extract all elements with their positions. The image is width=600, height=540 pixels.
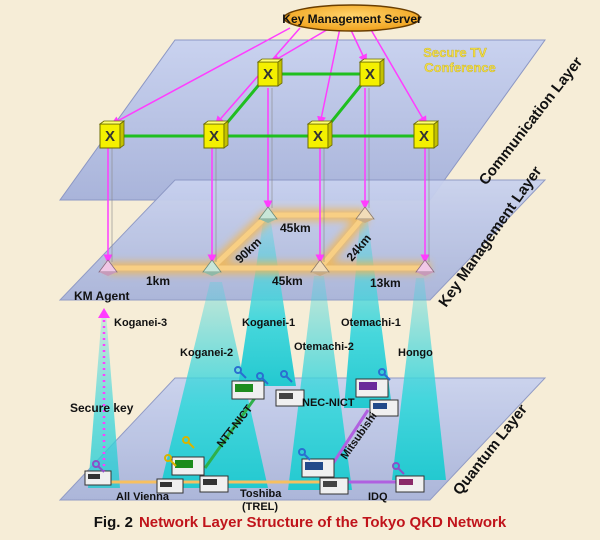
switch-icon: X bbox=[98, 120, 126, 149]
server-links bbox=[110, 27, 427, 126]
device-icon bbox=[301, 458, 335, 478]
device-icon bbox=[355, 378, 389, 398]
key-icon bbox=[280, 370, 293, 383]
key-management-server bbox=[283, 4, 421, 32]
km-agent-icon bbox=[415, 259, 435, 276]
km-agent-icon bbox=[258, 206, 278, 223]
conference-label-line1: Secure TV bbox=[423, 45, 487, 60]
comm-switches: X X X X X X bbox=[98, 58, 440, 149]
link-label-trel: (TREL) bbox=[242, 501, 278, 513]
switch-icon: X bbox=[358, 58, 386, 87]
km-agents bbox=[98, 206, 435, 276]
node-label-koganei3: Koganei-3 bbox=[114, 317, 167, 329]
svg-text:X: X bbox=[313, 128, 323, 145]
node-label-otemachi2: Otemachi-2 bbox=[294, 341, 354, 353]
device-icon bbox=[84, 470, 112, 486]
km-vertical-links bbox=[103, 88, 430, 264]
key-icon bbox=[378, 368, 391, 381]
key-icon bbox=[392, 462, 405, 475]
svg-text:X: X bbox=[365, 66, 375, 83]
distance-label: 1km bbox=[146, 274, 170, 288]
distance-label: 45km bbox=[280, 221, 311, 235]
link-label-nec-nict: NEC-NICT bbox=[302, 397, 355, 409]
device-icon bbox=[369, 399, 399, 417]
device-icon bbox=[199, 475, 229, 493]
link-label-toshiba: Toshiba bbox=[240, 488, 282, 500]
svg-text:X: X bbox=[419, 128, 429, 145]
keys bbox=[92, 366, 405, 475]
node-label-koganei2: Koganei-2 bbox=[180, 347, 233, 359]
key-icon bbox=[298, 448, 311, 461]
km-agent-icon bbox=[355, 206, 375, 223]
svg-text:X: X bbox=[263, 66, 273, 83]
distance-label: 13km bbox=[370, 276, 401, 290]
device-icon bbox=[231, 380, 265, 400]
quantum-devices bbox=[84, 378, 425, 495]
key-icon bbox=[182, 436, 195, 449]
koganei3-arrow-head bbox=[98, 308, 110, 318]
node-label-koganei1: Koganei-1 bbox=[242, 317, 295, 329]
link-label-all-vienna: All Vienna bbox=[116, 491, 170, 503]
device-icon bbox=[156, 478, 184, 494]
diagram-canvas: X X X X X X bbox=[58, 4, 586, 513]
svg-text:X: X bbox=[105, 128, 115, 145]
node-label-hongo: Hongo bbox=[398, 347, 433, 359]
key-icon bbox=[256, 372, 269, 385]
km-links bbox=[108, 209, 430, 274]
beam-otemachi2 bbox=[288, 276, 352, 490]
switch-icon: X bbox=[202, 120, 230, 149]
switch-icon: X bbox=[306, 120, 334, 149]
node-label-otemachi1: Otemachi-1 bbox=[341, 317, 401, 329]
svg-text:X: X bbox=[209, 128, 219, 145]
device-icon bbox=[395, 475, 425, 493]
server-label: Key Management Server bbox=[282, 12, 422, 26]
km-agent-icon bbox=[310, 259, 330, 276]
key-icon bbox=[164, 454, 177, 467]
key-icon bbox=[234, 366, 247, 379]
device-icon bbox=[171, 456, 205, 476]
device-icon bbox=[319, 477, 349, 495]
km-agent-icon bbox=[98, 259, 118, 276]
switch-icon: X bbox=[412, 120, 440, 149]
figure-number: Fig. 2 bbox=[93, 514, 133, 531]
figure-caption: Fig. 2 Network Layer Structure of the Tok… bbox=[0, 514, 600, 531]
km-agent-icon bbox=[202, 259, 222, 276]
secure-key-label: Secure key bbox=[70, 401, 134, 415]
device-icon bbox=[275, 389, 305, 407]
distance-label: 45km bbox=[272, 274, 303, 288]
conference-label-line2: Conference bbox=[424, 60, 496, 75]
key-icon bbox=[92, 460, 105, 473]
km-agent-label: KM Agent bbox=[74, 289, 130, 303]
beam-koganei1 bbox=[238, 222, 296, 386]
link-label-idq: IDQ bbox=[368, 491, 388, 503]
switch-icon: X bbox=[256, 58, 284, 87]
beam-hongo bbox=[392, 278, 446, 480]
figure-title: Network Layer Structure of the Tokyo QKD… bbox=[138, 514, 507, 531]
